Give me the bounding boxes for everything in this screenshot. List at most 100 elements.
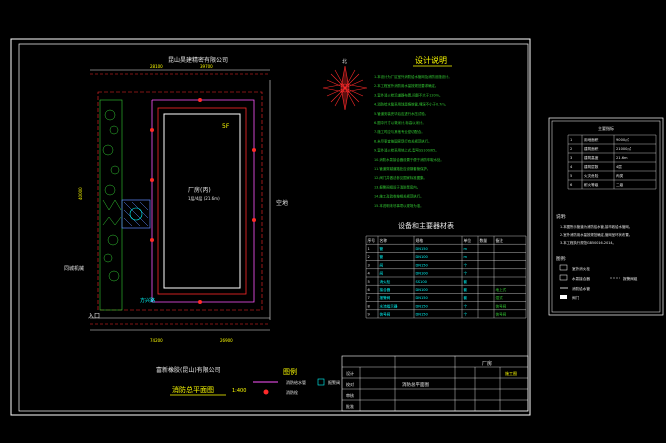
south-road-label: 方兴路: [140, 297, 155, 304]
equipment-cell: 套: [464, 279, 468, 284]
side-table-cell: 21000㎡: [616, 146, 631, 151]
note-line: 14.施工及验收按相关规范执行。: [374, 194, 423, 199]
factory-floor-tag: 5F: [222, 123, 230, 130]
side-table-cell: 用地面积: [584, 137, 599, 142]
note-line: 8.未尽事宜按国家现行有关规范执行。: [374, 138, 431, 143]
equipment-cell: 水流指示器: [380, 303, 398, 308]
side-table-cell: 4层: [616, 164, 622, 169]
green-belt-west: [99, 99, 123, 311]
note-line: 1.本设计为厂区室外消防给水管网及消防设施设计。: [374, 74, 452, 79]
equipment-cell: 2: [368, 255, 370, 259]
plan-legend-heading: 图例: [283, 367, 297, 376]
equipment-header-cell: 名称: [380, 238, 388, 243]
svg-text:水泵接合器: 水泵接合器: [572, 276, 590, 281]
svg-text:消防给水管: 消防给水管: [572, 286, 590, 291]
site-plan: 昆山昊建精密有限公司 28100 39700 厂房(丙) 1层/4层 (21.6…: [64, 56, 340, 396]
side-legend: 室外消火栓 水泵接合器 消防给水管 阀门 报警阀组: [559, 264, 638, 300]
tb-row-3: 审核: [346, 392, 354, 398]
top-company-label: 昆山昊建精密有限公司: [168, 56, 228, 64]
note-line: 9.室外消火栓采用地上式,型号SS100/65。: [374, 148, 439, 153]
equipment-cell: m: [464, 255, 468, 259]
side-table-cell: 1: [570, 138, 572, 142]
equipment-cell: DN100: [416, 272, 429, 276]
tb-row-4: 批准: [346, 403, 354, 409]
equipment-cell: 个: [464, 271, 468, 276]
note-line: 15.本说明未尽事项以现场为准。: [374, 203, 423, 208]
equipment-cell: DN100: [416, 255, 429, 259]
plan-title: 消防总平面图: [172, 385, 214, 394]
hydrant-symbols: [150, 98, 256, 304]
outer-frame: [10, 38, 531, 416]
side-table-cell: 9000㎡: [616, 137, 629, 142]
svg-text:报警阀组: 报警阀组: [623, 276, 638, 281]
side-table-cell: 建筑高度: [584, 155, 599, 160]
equipment-heading: 设备和主要器材表: [398, 221, 454, 230]
side-table-cell: 丙类: [616, 173, 624, 178]
equipment-cell: DN150: [416, 296, 429, 300]
equipment-header-cell: 备注: [496, 238, 504, 243]
equipment-cell: 阀: [380, 262, 384, 267]
equipment-cell: 4: [368, 272, 371, 276]
west-road-label: 同城机械: [64, 265, 84, 272]
equipment-header-cell: 数量: [480, 238, 488, 243]
equipment-cell: 个: [464, 312, 468, 317]
parking-area: [121, 199, 151, 229]
equipment-header-cell: 序号: [368, 238, 376, 243]
side-table-cell: 建筑层数: [584, 164, 599, 169]
side-table-cell: 6: [570, 183, 573, 187]
north-label: 北: [342, 58, 347, 65]
equipment-cell: 套: [464, 295, 468, 300]
entrance-label: 入口: [88, 313, 100, 320]
note-line: 11.管道穿越道路处应设钢套管保护。: [374, 166, 430, 171]
equipment-cell: 个: [464, 262, 468, 267]
svg-text:26900: 26900: [220, 338, 233, 343]
equipment-cell: 9: [368, 313, 371, 317]
side-heading: 主要指标: [598, 125, 614, 131]
side-table-cell: 2: [570, 147, 572, 151]
equipment-cell: 信号阀: [380, 312, 391, 317]
side-note-2: 2.室外消防用水量按规范确定,管网呈环状布置。: [560, 232, 632, 237]
tb-row-1: 设计: [346, 370, 354, 376]
note-line: 3.室外消火栓沿道路布置,间距不大于120m。: [374, 92, 442, 97]
equipment-cell: 6: [368, 288, 371, 292]
svg-text:室外消火栓: 室外消火栓: [572, 266, 590, 271]
side-table-cell: 21.6m: [616, 156, 628, 160]
equipment-cell: DN150: [416, 313, 429, 317]
site-boundary: [97, 91, 263, 311]
bottom-company-label: 富新橡胶(昆山)有限公司: [156, 366, 221, 374]
equipment-cell: 管: [380, 254, 384, 259]
equipment-cell: DN150: [416, 304, 429, 308]
plan-legend: 消防给水管 消防栓 报警阀: [253, 378, 340, 395]
equipment-cell: 阀: [380, 271, 384, 276]
note-line: 4.消防给水管采用球墨铸铁管,埋深不小于0.7m。: [374, 102, 448, 107]
tb-stage: 施工图: [505, 370, 517, 376]
equipment-cell: 信号阀: [496, 312, 507, 317]
svg-text:39700: 39700: [200, 64, 213, 69]
factory-building: [163, 113, 241, 289]
svg-text:74200: 74200: [150, 338, 163, 343]
side-table-cell: 耐火等级: [584, 182, 599, 187]
note-line: 13.报警阀组设于消防泵房内。: [374, 184, 420, 189]
equipment-cell: 信号阀: [496, 303, 507, 308]
factory-outer: [157, 107, 247, 295]
east-road-label: 空地: [276, 199, 288, 207]
tb-project: 厂房: [482, 360, 492, 367]
side-notes-label: 说明:: [556, 213, 567, 220]
north-arrow: 北: [322, 58, 368, 111]
side-note-3: 3.本工程执行规范GB50016-2014。: [560, 240, 616, 245]
side-note-1: 1.本图所示管道为消防给水管,接市政给水管网。: [560, 224, 632, 229]
equipment-cell: 地上式: [496, 287, 507, 292]
svg-text:阀门: 阀门: [572, 295, 580, 300]
svg-text:28100: 28100: [150, 64, 163, 69]
equipment-cell: 3: [368, 263, 370, 267]
equipment-cell: 湿式: [496, 295, 504, 300]
equipment-cell: DN100: [416, 288, 429, 292]
equipment-cell: 消火栓: [380, 279, 391, 284]
title-block: 设计 校对 审核 批准 厂房 消防总平面图 施工图: [341, 355, 529, 412]
equipment-cell: 套: [464, 287, 468, 292]
notes-heading: 设计说明: [415, 55, 447, 65]
equipment-cell: 个: [464, 303, 468, 308]
fire-water-main: [151, 99, 255, 303]
